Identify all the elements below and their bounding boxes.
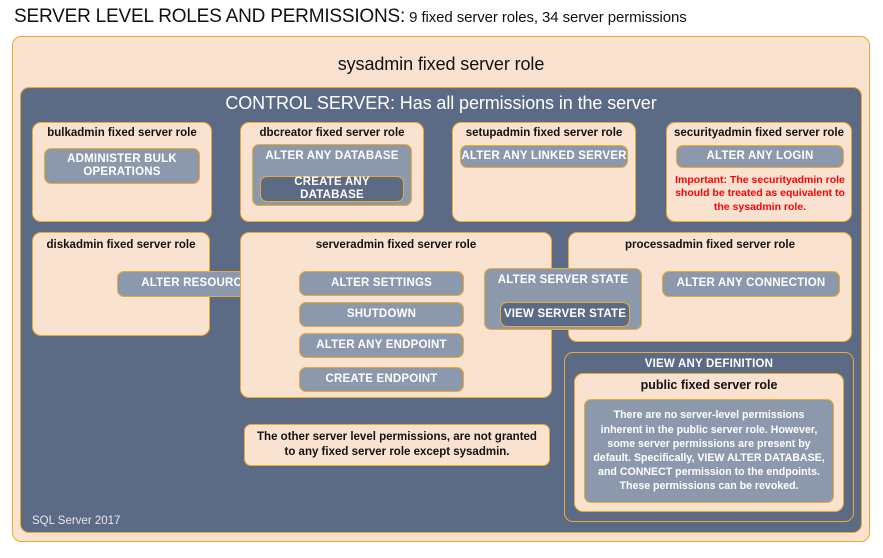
sysadmin-role-label: sysadmin fixed server role — [337, 54, 545, 74]
bulkadmin-role-label: bulkadmin fixed server role — [47, 127, 197, 139]
permission-alter-server-state-label: ALTER SERVER STATE — [497, 274, 629, 286]
public-role-label: public fixed server role — [640, 378, 778, 392]
other-permissions-note: The other server level permissions, are … — [244, 424, 550, 466]
securityadmin-warning-text: Important: The securityadmin role should… — [675, 174, 845, 213]
diskadmin-role-label: diskadmin fixed server role — [46, 239, 196, 251]
page-title: SERVER LEVEL ROLES AND PERMISSIONS: 9 fi… — [14, 6, 874, 34]
processadmin-role-label: processadmin fixed server role — [624, 239, 796, 251]
serveradmin-role-label: serveradmin fixed server role — [315, 239, 477, 251]
dbcreator-role-label: dbcreator fixed server role — [259, 127, 405, 139]
permission-alter-settings[interactable]: ALTER SETTINGS — [299, 271, 464, 296]
permission-alter-any-connection[interactable]: ALTER ANY CONNECTION — [662, 271, 840, 297]
footer-version-label: SQL Server 2017 — [32, 515, 121, 527]
page-title-main: SERVER LEVEL ROLES AND PERMISSIONS: — [14, 6, 406, 27]
permission-create-any-database[interactable]: CREATE ANY DATABASE — [260, 176, 404, 202]
securityadmin-role-label: securityadmin fixed server role — [673, 127, 845, 139]
permission-alter-any-login[interactable]: ALTER ANY LOGIN — [676, 145, 844, 168]
setupadmin-role-box — [452, 122, 636, 222]
view-any-definition-label: VIEW ANY DEFINITION — [644, 358, 774, 370]
permission-alter-any-linked-server[interactable]: ALTER ANY LINKED SERVER — [460, 145, 628, 168]
permission-view-server-state[interactable]: VIEW SERVER STATE — [500, 302, 630, 327]
permission-alter-any-database-label: ALTER ANY DATABASE — [265, 150, 399, 162]
public-role-description: There are no server-level permissions in… — [584, 399, 834, 503]
permission-shutdown[interactable]: SHUTDOWN — [299, 302, 464, 327]
page-title-sub: 9 fixed server roles, 34 server permissi… — [405, 9, 687, 26]
permission-alter-any-endpoint[interactable]: ALTER ANY ENDPOINT — [299, 333, 464, 358]
setupadmin-role-label: setupadmin fixed server role — [465, 127, 623, 139]
permission-administer-bulk-operations[interactable]: ADMINISTER BULK OPERATIONS — [44, 148, 200, 184]
permission-create-endpoint[interactable]: CREATE ENDPOINT — [299, 367, 464, 392]
control-server-label: CONTROL SERVER: Has all permissions in t… — [225, 93, 657, 113]
securityadmin-role-box — [666, 122, 852, 222]
